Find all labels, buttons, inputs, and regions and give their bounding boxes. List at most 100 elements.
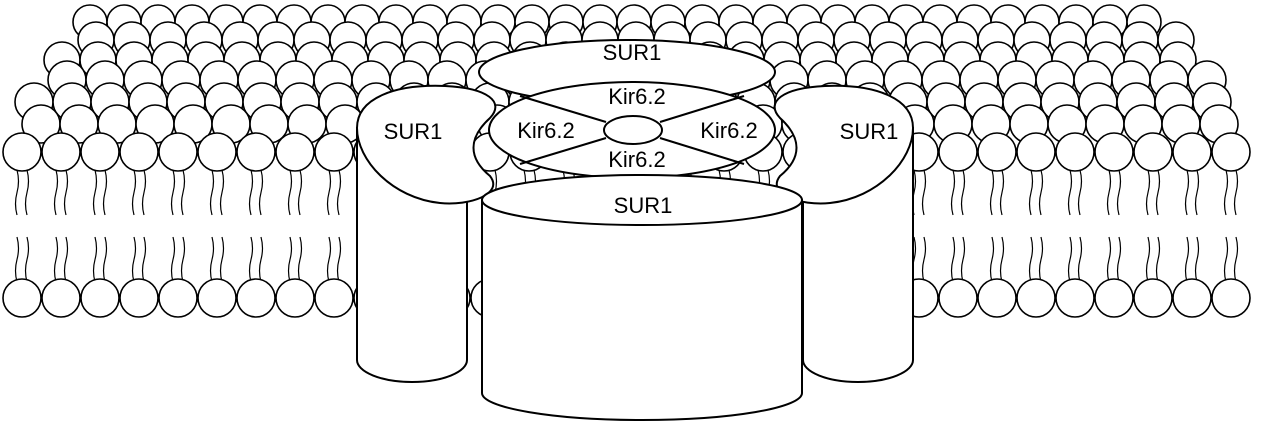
lipid-head — [977, 278, 1017, 318]
kir62-label-bottom: Kir6.2 — [608, 147, 665, 172]
lipid-tail — [102, 236, 108, 283]
lipid-head — [236, 132, 276, 172]
lipid-tail — [326, 236, 332, 283]
kir62-label-right: Kir6.2 — [700, 118, 757, 143]
lipid-head — [1094, 278, 1134, 318]
lipid-tail — [1223, 236, 1229, 283]
sur1-label-right: SUR1 — [840, 119, 899, 144]
lipid-head — [2, 278, 42, 318]
lipid-tail — [297, 236, 303, 283]
lipid-head — [275, 132, 315, 172]
lipid-tail — [1028, 236, 1034, 283]
lipid-tail — [1145, 236, 1151, 283]
lipid-head — [1094, 132, 1134, 172]
lipid-tail — [1145, 169, 1151, 216]
channel-pore — [603, 115, 663, 145]
lipid-tail — [24, 236, 30, 283]
lipid-head — [275, 278, 315, 318]
sur1-subunit-right — [773, 84, 915, 383]
lipid-tail — [960, 169, 966, 216]
lipid-tail — [53, 169, 59, 216]
lipid-head — [80, 132, 120, 172]
lipid-tail — [1028, 169, 1034, 216]
lipid-tail — [1116, 169, 1122, 216]
lipid-tail — [209, 169, 215, 216]
lipid-tail — [326, 169, 332, 216]
lipid-tail — [248, 169, 254, 216]
lipid-tail — [258, 236, 264, 283]
lipid-tail — [950, 236, 956, 283]
lipid-tail — [170, 169, 176, 216]
lipid-tail — [336, 236, 342, 283]
lipid-tail — [92, 169, 98, 216]
lipid-head — [2, 132, 42, 172]
lipid-head — [938, 132, 978, 172]
lipid-head — [1211, 278, 1251, 318]
lipid-tail — [258, 169, 264, 216]
lipid-head — [1172, 278, 1212, 318]
lipid-head — [119, 132, 159, 172]
kir62-label-left: Kir6.2 — [517, 118, 574, 143]
lipid-head — [977, 132, 1017, 172]
lipid-tail — [1106, 169, 1112, 216]
lipid-tail — [1067, 236, 1073, 283]
lipid-head — [41, 132, 81, 172]
lipid-tail — [1116, 236, 1122, 283]
lipid-head — [1055, 278, 1095, 318]
lipid-tail — [14, 169, 20, 216]
lipid-tail — [63, 169, 69, 216]
lipid-head — [1016, 278, 1056, 318]
lipid-tail — [297, 169, 303, 216]
lipid-tail — [53, 236, 59, 283]
lipid-tail — [1233, 236, 1239, 283]
lipid-tail — [1184, 236, 1190, 283]
lipid-tail — [180, 236, 186, 283]
lipid-tail — [287, 236, 293, 283]
sur1-subunit-front — [481, 174, 803, 421]
lipid-head — [80, 278, 120, 318]
lipid-tail — [219, 236, 225, 283]
lipid-tail — [131, 236, 137, 283]
lipid-tail — [180, 169, 186, 216]
lipid-tail — [287, 169, 293, 216]
lipid-head — [1055, 132, 1095, 172]
lipid-head — [1211, 132, 1251, 172]
lipid-tail — [63, 236, 69, 283]
lipid-head — [197, 132, 237, 172]
kir62-label-top: Kir6.2 — [608, 84, 665, 109]
lipid-tail — [131, 169, 137, 216]
lipid-tail — [1038, 236, 1044, 283]
lipid-head — [314, 132, 354, 172]
lipid-tail — [989, 169, 995, 216]
lipid-head — [1016, 132, 1056, 172]
lipid-tail — [1038, 169, 1044, 216]
lipid-tail — [921, 169, 927, 216]
lipid-tail — [989, 236, 995, 283]
lipid-head — [236, 278, 276, 318]
lipid-tail — [1106, 236, 1112, 283]
lipid-head — [41, 278, 81, 318]
lipid-tail — [102, 169, 108, 216]
lipid-tail — [141, 169, 147, 216]
lipid-head — [158, 278, 198, 318]
lipid-head — [314, 278, 354, 318]
lipid-tail — [1194, 236, 1200, 283]
lipid-tail — [248, 236, 254, 283]
lipid-tail — [1155, 236, 1161, 283]
lipid-head — [1133, 278, 1173, 318]
lipid-tail — [336, 169, 342, 216]
lipid-tail — [1233, 169, 1239, 216]
lipid-tail — [1155, 169, 1161, 216]
sur1-label-top: SUR1 — [603, 40, 662, 65]
lipid-tail — [24, 169, 30, 216]
lipid-tail — [999, 169, 1005, 216]
sur1-label-front: SUR1 — [614, 193, 673, 218]
sur1-label-left: SUR1 — [384, 119, 443, 144]
lipid-tail — [14, 236, 20, 283]
lipid-tail — [92, 236, 98, 283]
lipid-head — [158, 132, 198, 172]
lipid-tail — [960, 236, 966, 283]
lipid-head — [1133, 132, 1173, 172]
